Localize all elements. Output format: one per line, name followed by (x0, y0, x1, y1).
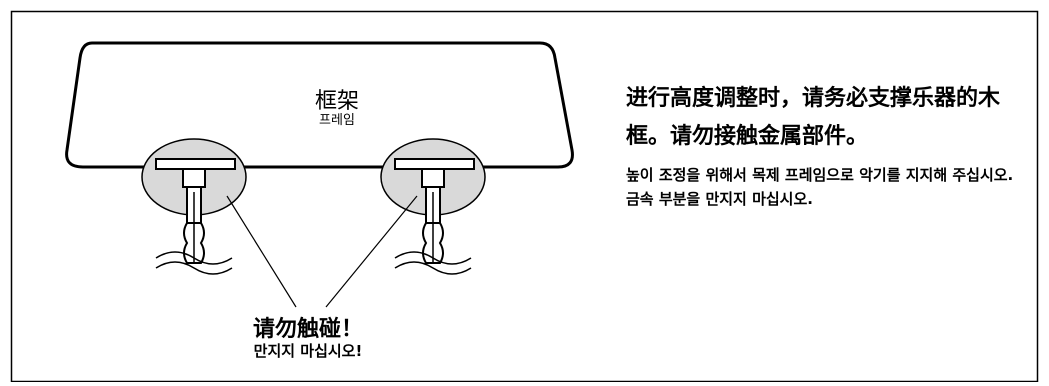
right-leader-line (325, 195, 418, 308)
frame-label-chinese: 框架 (314, 89, 359, 114)
warning-korean: 만지지 마십시오! (253, 342, 363, 360)
left-stand-wave-lines (155, 251, 233, 275)
left-leader-line (226, 195, 297, 308)
left-metal-stand (155, 158, 236, 264)
instruction-korean: 높이 조정을 위해서 목제 프레임으로 악기를 지지해 주십시오. 금속 부분을… (626, 166, 1014, 208)
warning-chinese: 请勿触碰！ (252, 317, 363, 342)
right-metal-stand (394, 158, 475, 264)
frame-label-korean: 프레임 (319, 113, 355, 128)
instruction-chinese: 进行高度调整时，请务必支撑乐器的木框。请勿接触金属部件。 (626, 86, 1001, 149)
wooden-frame (65, 41, 574, 169)
right-stand-wave-lines (394, 251, 472, 275)
